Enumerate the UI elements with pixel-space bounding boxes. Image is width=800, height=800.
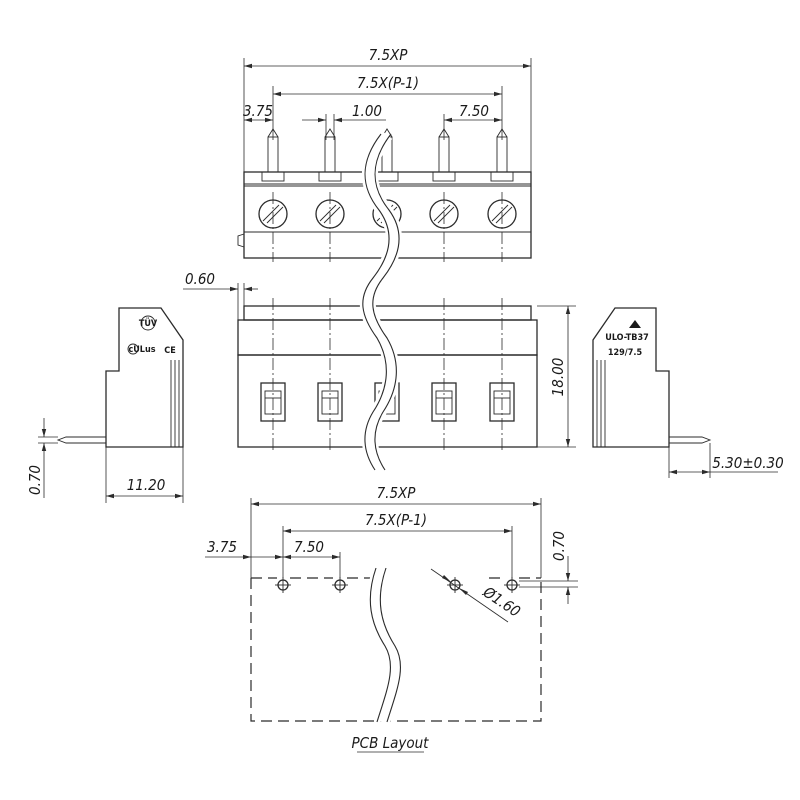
break-lines [359, 129, 404, 725]
pcb-span-dim-label: 7.5X(P-1) [365, 511, 427, 529]
top-height-dimension: 18.00 [537, 305, 576, 448]
right-pin-length-dimension: 5.30±0.30 [668, 443, 784, 478]
top-clearance-dimension: 0.60 [183, 270, 258, 356]
pcb-offset-dimension: 0.70 [519, 531, 578, 604]
pcb-layout: 7.5XP 7.5X(P-1) 3.75 7.50 [205, 484, 578, 753]
right-pin-length-dim-label: 5.30±0.30 [712, 454, 783, 472]
left-pin-offset-dimension: 0.70 [26, 418, 58, 498]
pcb-offset-dim-label: 0.70 [550, 531, 568, 561]
pcb-span-dimension: 7.5X(P-1) [283, 511, 512, 534]
ul-mark-icon: cULus [127, 343, 156, 355]
ul-mark-label: cULus [128, 345, 155, 355]
front-view: 7.5XP 7.5X(P-1) 3.75 1.00 [237, 46, 532, 262]
triangle-logo-icon [629, 320, 641, 328]
right-part-label: ULO-TB37 [605, 333, 648, 343]
left-depth-dimension: 11.20 [105, 447, 184, 503]
pcb-edge-dimension: 3.75 [205, 538, 283, 560]
left-view: TÜV cULus CE 0.70 11.20 [26, 307, 184, 503]
pcb-hole [275, 577, 291, 593]
right-part-code: 129/7.5 [608, 348, 643, 358]
tuv-mark-icon: TÜV [139, 315, 158, 331]
pcb-edge-dim-label: 3.75 [207, 538, 237, 556]
tuv-mark-label: TÜV [139, 318, 158, 329]
left-pin-offset-dim-label: 0.70 [26, 465, 44, 495]
front-span-dimension: 7.5X(P-1) [273, 74, 502, 97]
pin [432, 128, 456, 182]
front-edge-dimension: 3.75 [243, 102, 273, 123]
pcb-hole-dimension: Ø1.60 [430, 568, 524, 623]
top-clearance-dim-label: 0.60 [185, 270, 215, 288]
front-pin-dimension: 1.00 [302, 102, 386, 123]
pcb-hole [447, 577, 463, 593]
front-edge-dim-label: 3.75 [243, 102, 273, 120]
top-height-dim-label: 18.00 [549, 358, 567, 397]
ce-mark-icon: CE [164, 346, 175, 356]
pcb-overall-dimension: 7.5XP [251, 484, 541, 507]
front-overall-dimension: 7.5XP [244, 46, 531, 69]
pcb-hole [332, 577, 348, 593]
front-overall-dim-label: 7.5XP [369, 46, 409, 64]
pcb-layout-caption: PCB Layout [352, 734, 430, 752]
front-span-dim-label: 7.5X(P-1) [357, 74, 419, 92]
pcb-pitch-dim-label: 7.50 [294, 538, 324, 556]
left-depth-dim-label: 11.20 [127, 476, 166, 494]
front-pitch-dim-label: 7.50 [459, 102, 489, 120]
front-pitch-dimension: 7.50 [444, 102, 502, 123]
pin [490, 128, 514, 182]
pcb-pitch-dimension: 7.50 [283, 538, 340, 560]
ce-mark-label: CE [164, 346, 175, 356]
pcb-hole-dim-label: Ø1.60 [479, 582, 524, 620]
front-pin-dim-label: 1.00 [352, 102, 382, 120]
pin [318, 128, 342, 182]
pin [261, 128, 285, 182]
pcb-holes [275, 577, 520, 593]
pcb-hole [504, 577, 520, 593]
right-view: ULO-TB37 129/7.5 5.30±0.30 [592, 307, 784, 478]
pcb-overall-dim-label: 7.5XP [377, 484, 417, 502]
